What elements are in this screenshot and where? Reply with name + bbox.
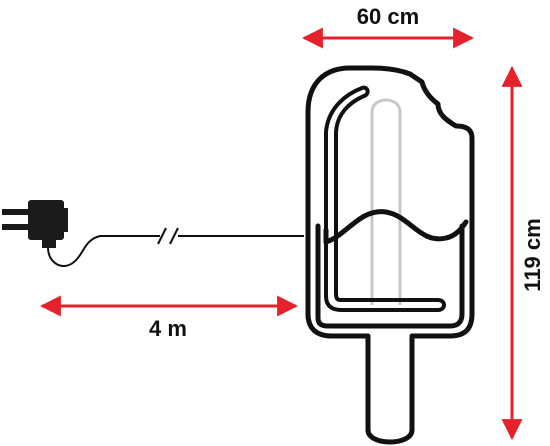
power-adapter-icon xyxy=(2,200,68,248)
popsicle-outline xyxy=(305,65,475,445)
cable-length-label: 4 m xyxy=(149,316,187,341)
coating-wave xyxy=(323,209,469,245)
highlight-curve xyxy=(324,85,446,312)
height-label: 119 cm xyxy=(520,218,545,291)
popsicle-neon-icon xyxy=(305,65,475,445)
power-cable xyxy=(47,227,304,267)
width-label: 60 cm xyxy=(357,4,419,29)
cable-break-mark xyxy=(157,227,167,245)
inner-stick-outline xyxy=(370,98,402,305)
